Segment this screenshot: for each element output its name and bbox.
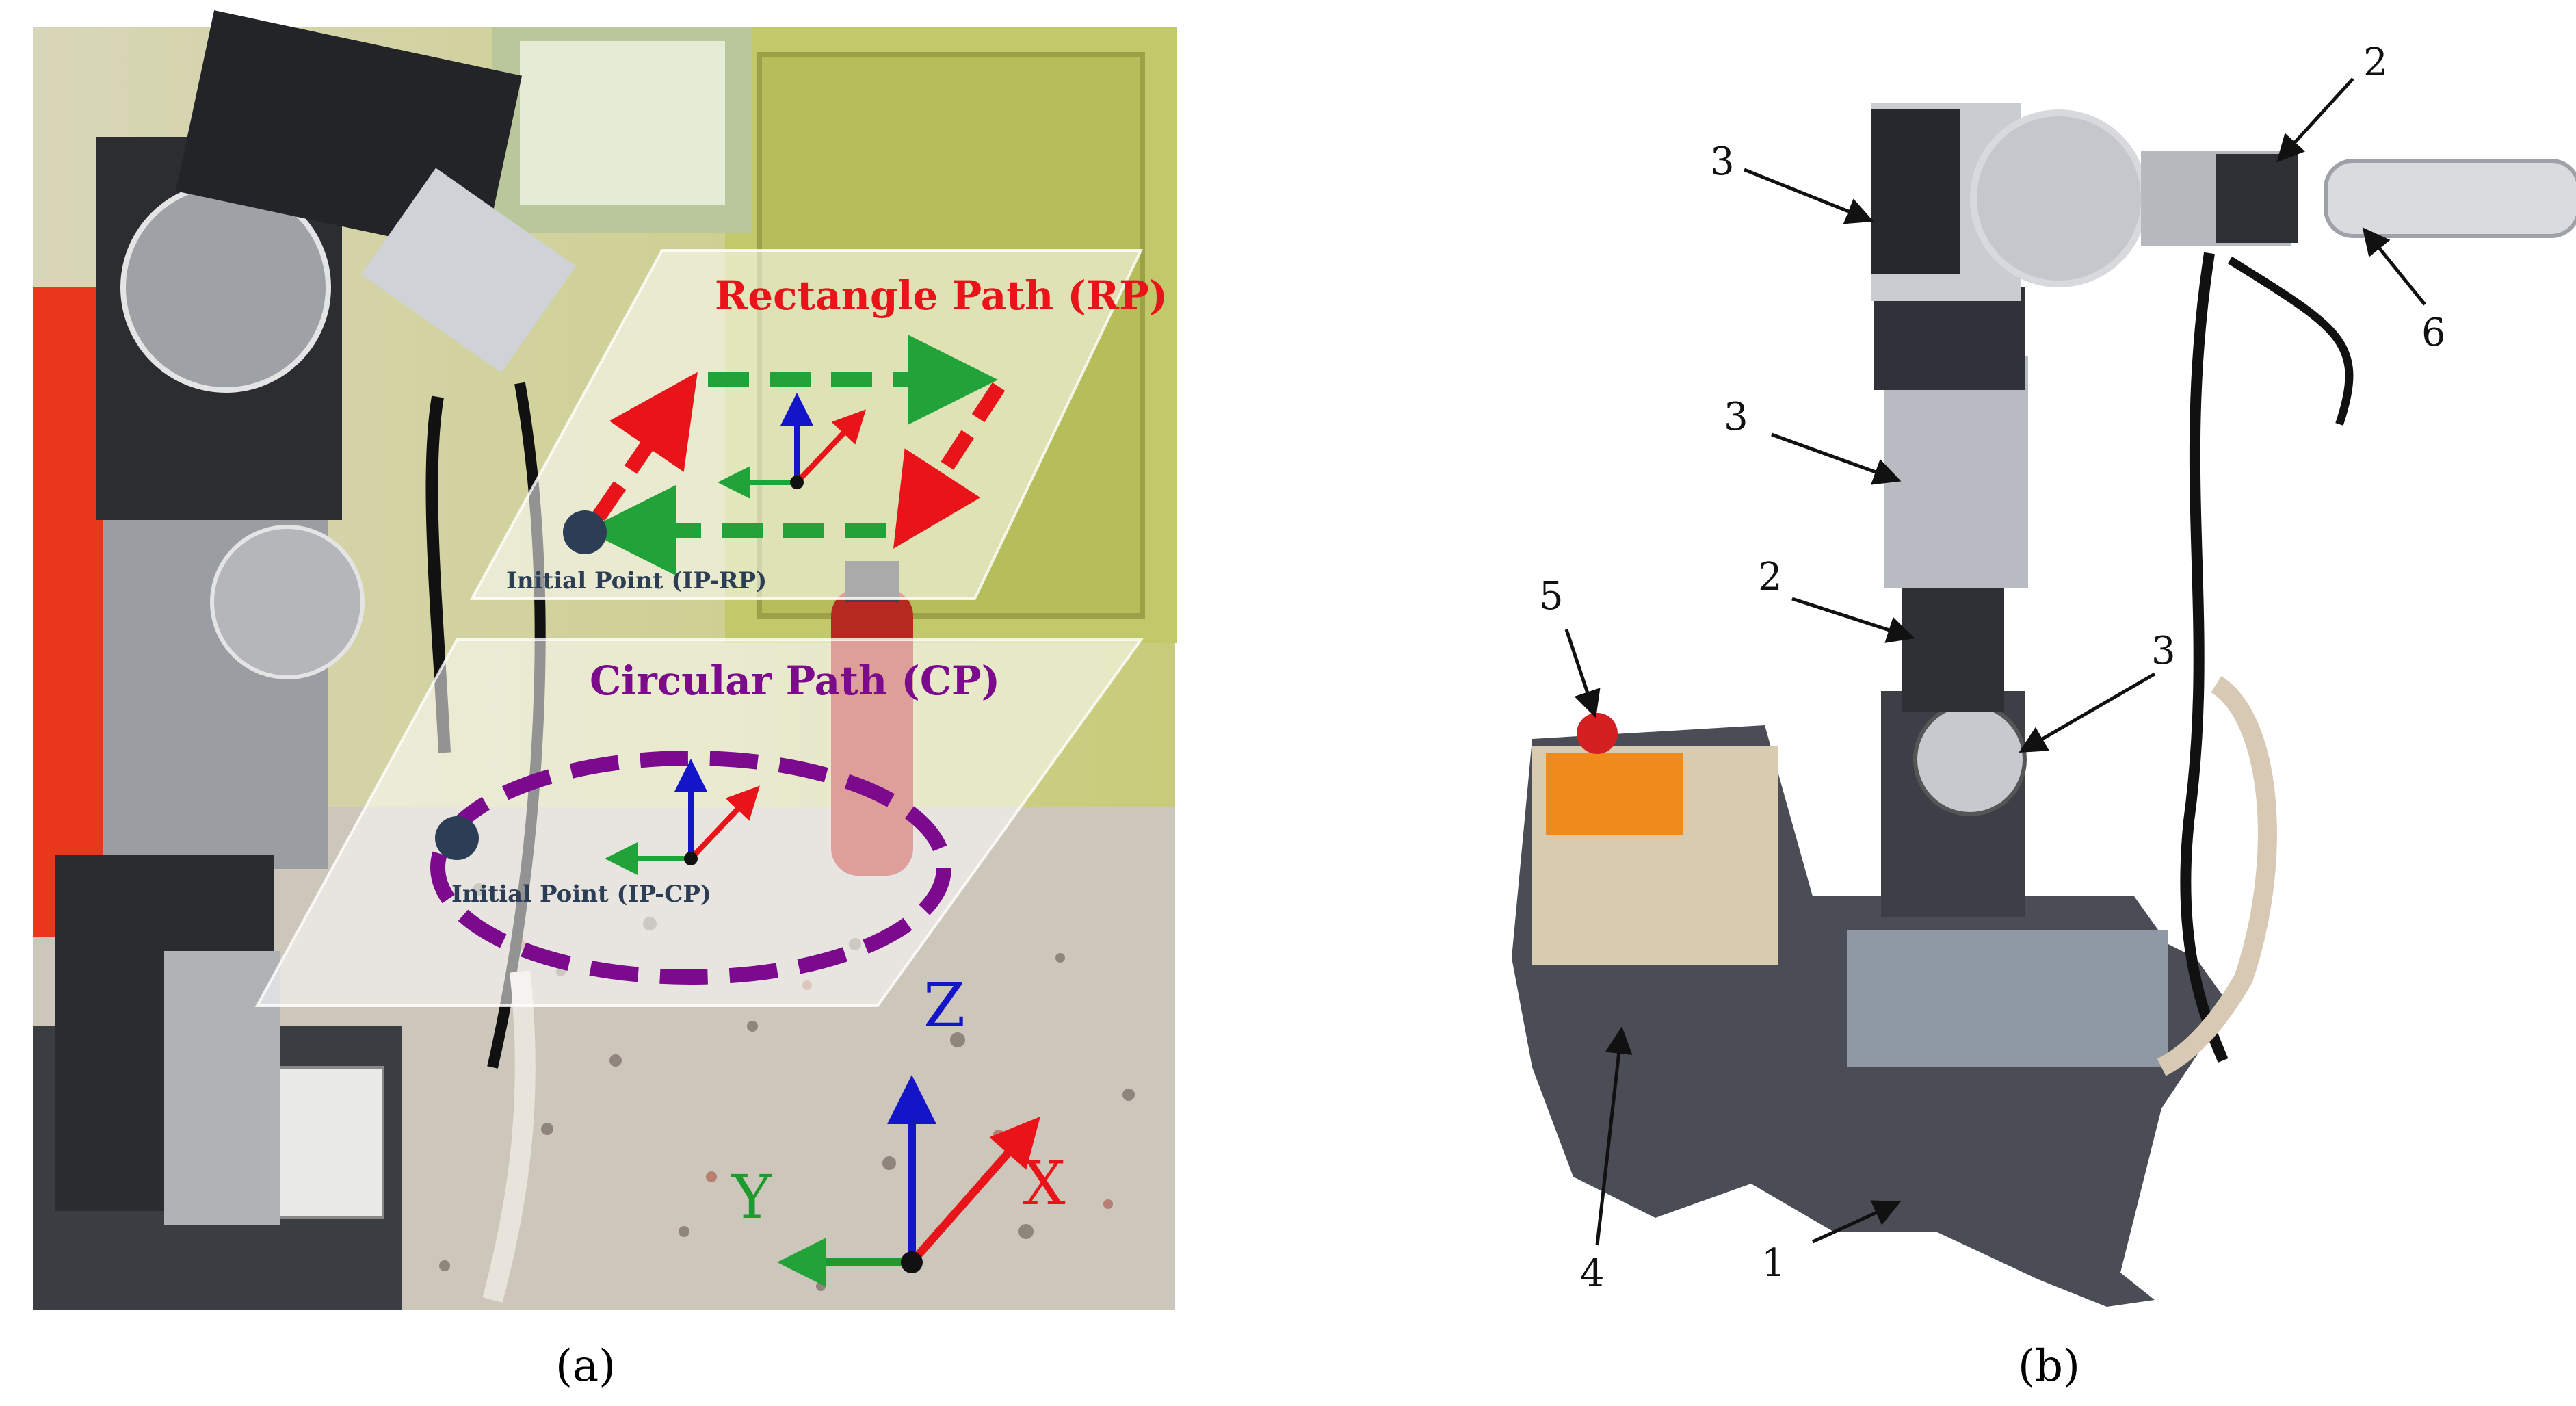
callout-number: 6 bbox=[2421, 311, 2446, 355]
circular-path-plane bbox=[254, 638, 1144, 1007]
rp-initial-point-marker bbox=[563, 510, 607, 554]
callout-number: 2 bbox=[2363, 40, 2388, 85]
rp-right-edge-arrow bbox=[893, 382, 1006, 549]
global-x-axis bbox=[908, 1117, 1040, 1265]
callout-number: 2 bbox=[1758, 555, 1783, 599]
axis-x-label: X bbox=[1023, 1148, 1066, 1219]
cp-ellipse bbox=[430, 751, 951, 985]
callout-arrow-2-top bbox=[2276, 77, 2354, 163]
robot-b-emergency-button bbox=[1577, 713, 1618, 754]
axis-y-label: Y bbox=[731, 1162, 772, 1232]
robot-b-motor-wrist bbox=[2216, 154, 2298, 243]
callout-arrow-1 bbox=[1811, 1200, 1902, 1244]
panel-b-callout-numbers: 3 2 6 3 2 3 5 4 1 bbox=[1539, 40, 2446, 1296]
circular-path bbox=[430, 751, 951, 985]
robot-b-elbow bbox=[1874, 287, 2025, 390]
callout-number: 3 bbox=[1710, 140, 1735, 184]
rp-local-x-axis bbox=[795, 409, 867, 484]
robot-b-steel-frame bbox=[1847, 930, 2168, 1067]
callout-arrow-2-middle bbox=[1791, 597, 1915, 643]
axis-z-label: Z bbox=[923, 970, 965, 1041]
panel-b-photo bbox=[1512, 103, 2576, 1307]
rectangle-path bbox=[563, 335, 1006, 575]
cp-initial-point-marker bbox=[435, 816, 479, 860]
robot-b-upper-arm bbox=[1884, 356, 2028, 588]
callout-arrow-6 bbox=[2362, 227, 2426, 306]
robot-b-motor-2 bbox=[1902, 575, 2004, 712]
callout-number: 1 bbox=[1761, 1241, 1786, 1286]
rectangle-initial-point-label: Initial Point (IP-RP) bbox=[506, 567, 767, 595]
callout-number: 3 bbox=[1724, 395, 1748, 439]
rectangle-path-title: Rectangle Path (RP) bbox=[715, 272, 1168, 319]
robot-b-emergency-box bbox=[1546, 753, 1683, 835]
callout-arrow-4 bbox=[1595, 1026, 1633, 1246]
callout-arrow-3-middle bbox=[1771, 432, 1902, 485]
robot-b-wrist-disc bbox=[1970, 109, 2148, 287]
cp-local-x-axis bbox=[689, 785, 761, 861]
callout-number: 3 bbox=[2151, 629, 2176, 673]
robot-b-gripper bbox=[2324, 159, 2576, 238]
callout-number: 4 bbox=[1580, 1251, 1605, 1296]
callout-arrow-5 bbox=[1564, 629, 1601, 718]
callout-number: 5 bbox=[1539, 574, 1564, 619]
panel-b-label: (b) bbox=[2018, 1341, 2080, 1392]
panel-b-callouts bbox=[1564, 77, 2426, 1246]
callout-arrow-3-top bbox=[1744, 168, 1874, 224]
panel-a-label: (a) bbox=[555, 1341, 616, 1392]
global-axes bbox=[777, 1075, 1040, 1287]
callout-arrow-3-lower bbox=[2019, 672, 2156, 753]
circular-initial-point-label: Initial Point (IP-CP) bbox=[451, 881, 711, 908]
rp-left-edge-arrow bbox=[592, 372, 698, 521]
global-origin bbox=[901, 1251, 923, 1273]
circular-path-title: Circular Path (CP) bbox=[590, 658, 1000, 704]
gripper-tool bbox=[361, 168, 576, 373]
